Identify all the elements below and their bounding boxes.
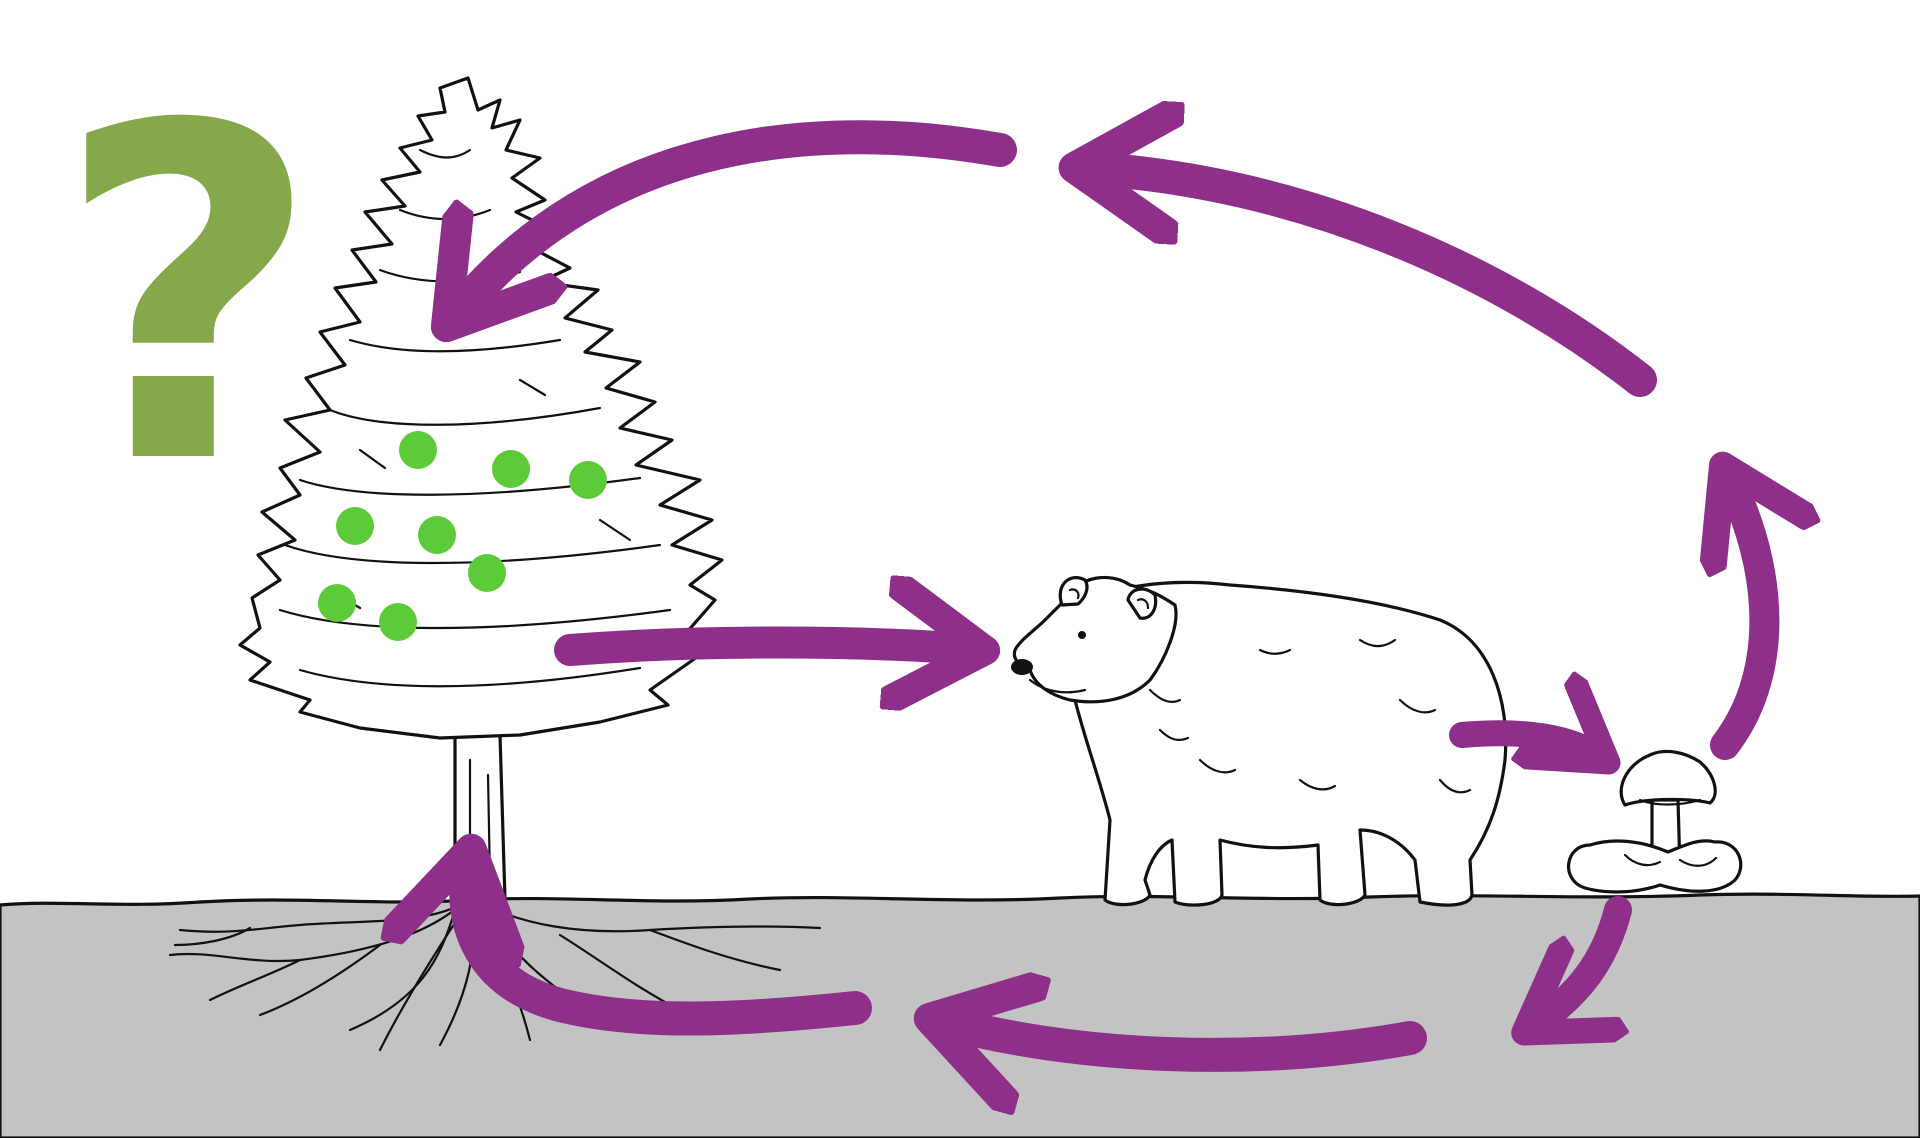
bear-icon bbox=[1011, 575, 1508, 907]
nutrient-flow-arrows bbox=[450, 137, 1764, 1055]
arrow-air-to-tree-crown bbox=[450, 120, 1017, 322]
arrow-mushroom-to-air bbox=[1725, 470, 1764, 760]
nutrient-dot bbox=[379, 603, 417, 641]
nutrient-dot bbox=[318, 584, 356, 622]
question-mark: ? bbox=[54, 30, 322, 565]
arrow-bear-to-mushroom bbox=[1449, 733, 1605, 760]
nutrient-dot bbox=[336, 507, 374, 545]
conifer-tree-icon bbox=[238, 76, 724, 740]
arrow-tree-to-bear bbox=[554, 643, 980, 651]
nutrient-dot bbox=[468, 554, 506, 592]
arrow-mushroom-to-soil bbox=[1528, 896, 1632, 1030]
mushroom-icon bbox=[1567, 749, 1743, 894]
nutrient-dot bbox=[492, 450, 530, 488]
nutrient-dots bbox=[318, 431, 607, 641]
arrow-air-over-top bbox=[1080, 168, 1657, 397]
nutrient-dot bbox=[569, 461, 607, 499]
nutrient-dot bbox=[399, 431, 437, 469]
nutrient-dot bbox=[418, 516, 456, 554]
arrow-roots-to-tree bbox=[466, 855, 872, 1036]
arrow-soil-to-roots bbox=[935, 1020, 1427, 1055]
